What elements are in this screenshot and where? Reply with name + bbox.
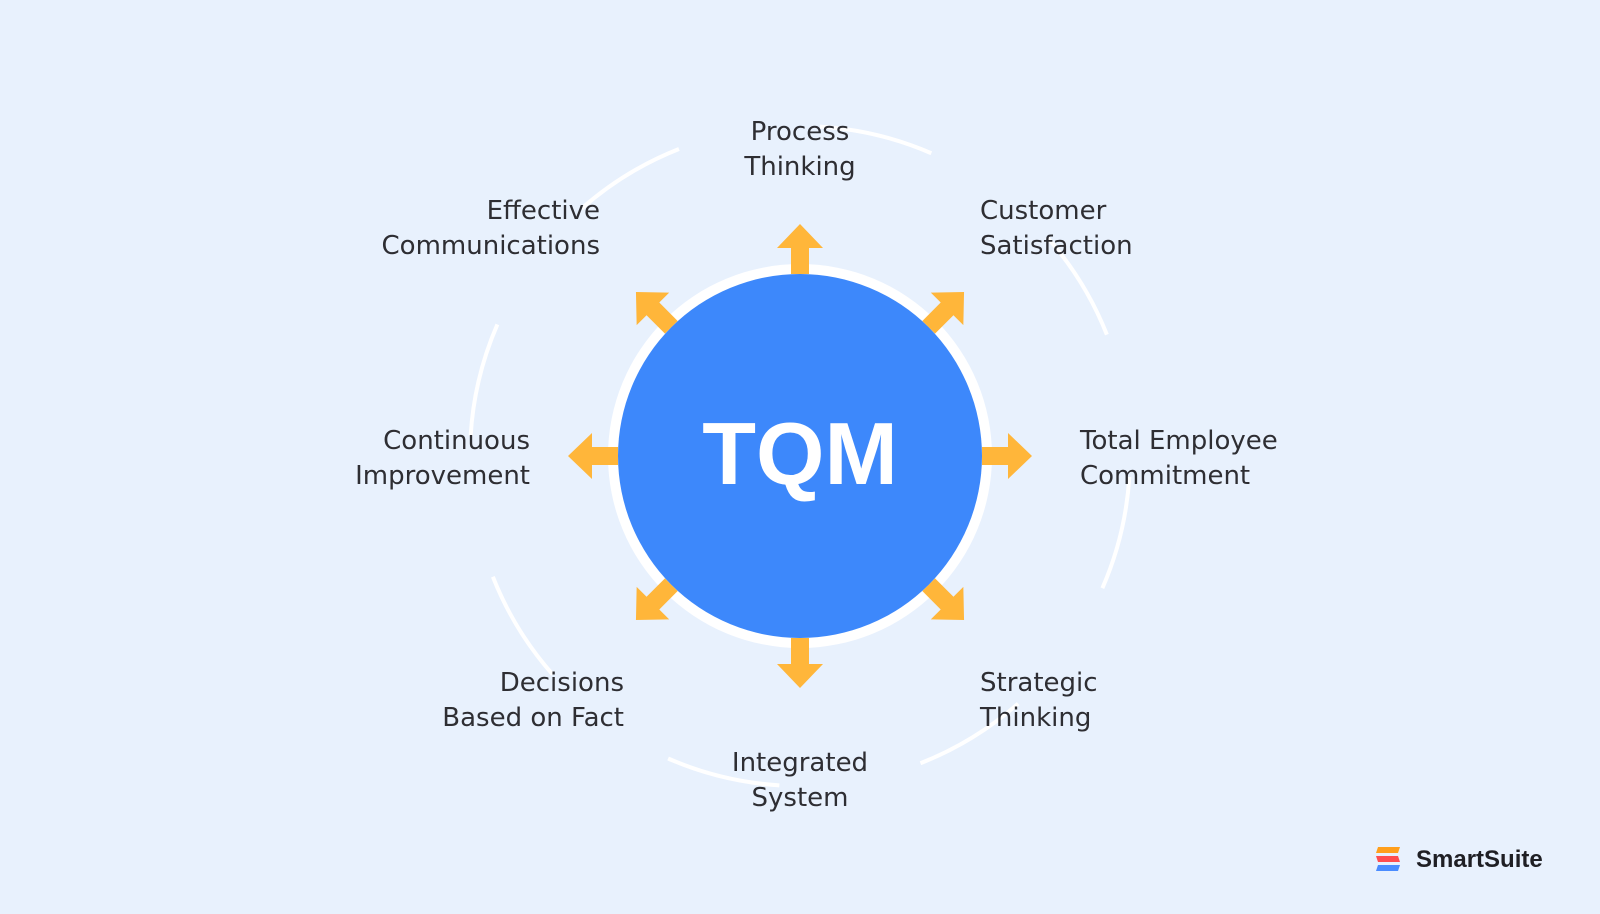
arrow-group	[568, 224, 1032, 688]
arrow-icon	[635, 578, 678, 621]
center-label: TQM	[702, 404, 898, 503]
brand-logo: SmartSuite	[1374, 845, 1543, 875]
brand-name: SmartSuite	[1416, 846, 1543, 873]
arrow-icon	[982, 433, 1032, 479]
arrow-icon	[777, 638, 823, 688]
arrow-icon	[922, 578, 965, 621]
arrow-icon	[635, 291, 678, 334]
smartsuite-logo-icon	[1376, 847, 1400, 871]
center-circle	[618, 274, 982, 638]
arrow-icon	[568, 433, 618, 479]
arrow-icon	[922, 291, 965, 334]
arrow-icon	[777, 224, 823, 274]
